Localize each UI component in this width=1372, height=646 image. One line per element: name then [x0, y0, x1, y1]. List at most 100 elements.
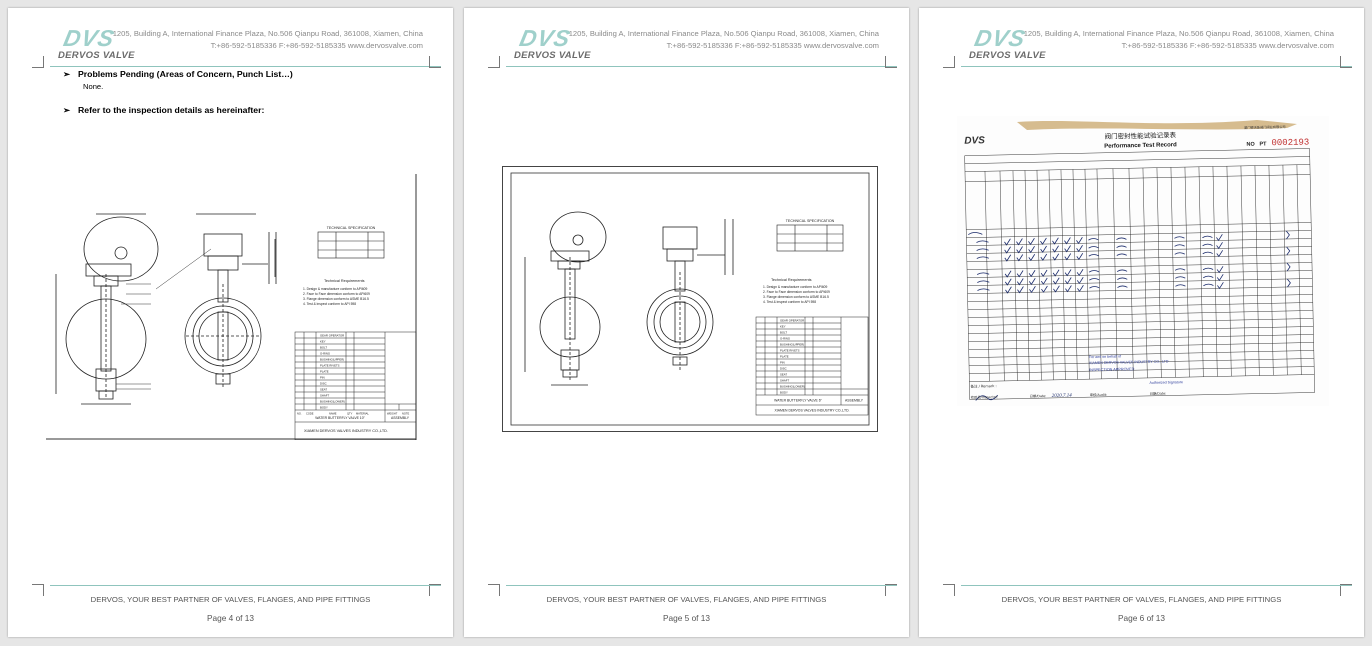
crop-mark — [488, 56, 500, 68]
drawing-title-block: WATER BUTTERFLY VALVE 6" — [774, 399, 822, 403]
crop-mark — [488, 584, 500, 596]
bom-name: SHAFT — [780, 379, 789, 383]
bom-name: PLATE RIVETS — [320, 364, 340, 368]
drawing-title-block: WATER BUTTERFLY VALVE 10" — [315, 416, 365, 420]
bullet-text: Problems Pending (Areas of Concern, Punc… — [78, 69, 293, 79]
logo-mark: DVS — [972, 25, 1029, 51]
crop-mark — [885, 584, 897, 596]
page-number: Page 5 of 13 — [662, 613, 711, 623]
footer-slogan: DERVOS, YOUR BEST PARTNER OF VALVES, FLA… — [90, 595, 371, 604]
requirements-title: Technical Requirements — [324, 279, 365, 283]
bom-name: PIN — [320, 376, 325, 380]
bom-name: SEAT — [320, 388, 327, 392]
page-number: Page 4 of 13 — [206, 613, 255, 623]
stamp-line-3: INSPECTION APPROVED — [1089, 367, 1134, 372]
footer-divider — [961, 585, 1352, 586]
stamp-line-2: XIAMEN DERVOS VALVES INDUSTRY CO., LTD — [1089, 359, 1169, 365]
bom-name: SHAFT — [320, 394, 329, 398]
bom-header-note: NOTE — [402, 412, 409, 416]
none-text: None. — [83, 82, 104, 91]
logo-text: DERVOS VALVE — [58, 50, 135, 61]
bom-name: BOLT — [780, 331, 787, 335]
drawing-company: XIAMEN DERVOS VALVES INDUSTRY CO.,LTD. — [304, 429, 388, 433]
bom-name: BUSHING(LOWER) — [320, 400, 345, 404]
stamp-line-1: For and on behalf of — [1089, 354, 1121, 359]
record-company-cn: 厦门德沃斯阀门阀业有限公司 — [1244, 124, 1286, 130]
logo-text: DERVOS VALVE — [969, 50, 1046, 61]
bom-header-name: NAME — [329, 412, 337, 416]
footer-slogan: DERVOS, YOUR BEST PARTNER OF VALVES, FLA… — [546, 595, 827, 604]
valve-assembly-drawing: TECHNICAL SPECIFICATION Technical Requir… — [502, 166, 878, 432]
requirement-3: 3. Flange dimension conform to ASME B16.… — [763, 295, 829, 299]
bom-name: O-RING — [320, 352, 330, 356]
performance-test-record-photo: DVS 阀门密封性能试验记录表 Performance Test Record … — [957, 116, 1329, 406]
bom-name: DISC — [320, 382, 327, 386]
bom-name: BOLT — [320, 346, 327, 350]
requirement-1: 1. Design & manufacture conform to API60… — [763, 285, 827, 289]
header-contact: T:+86-592-5185336 F:+86-592-5185335 www.… — [666, 41, 879, 50]
record-title-cn: 阀门密封性能试验记录表 — [1104, 130, 1176, 141]
footer-slogan: DERVOS, YOUR BEST PARTNER OF VALVES, FLA… — [1001, 595, 1282, 604]
crop-mark — [1340, 56, 1352, 68]
requirement-3: 3. Flange dimension conform to ASME B16.… — [303, 297, 369, 301]
bom-name: BODY — [780, 391, 788, 395]
header-divider — [50, 66, 441, 67]
bullet-arrow-icon: ➢ — [63, 69, 71, 79]
document-page-4: DVS DERVOS VALVE 1205, Building A, Inter… — [8, 8, 453, 637]
bullet-inspection-details: ➢ Refer to the inspection details as here… — [63, 105, 264, 116]
crop-mark — [32, 584, 44, 596]
header-contact: T:+86-592-5185336 F:+86-592-5185335 www.… — [1121, 41, 1334, 50]
dervos-logo: DVS DERVOS VALVE — [514, 25, 594, 65]
record-title-en: Performance Test Record — [1104, 142, 1177, 150]
crop-mark — [1340, 584, 1352, 596]
bom-name: GEAR OPERATOR — [780, 319, 804, 323]
bullet-arrow-icon: ➢ — [63, 105, 71, 115]
remark-label: 备注 / Remark : — [970, 383, 996, 389]
crop-mark — [943, 56, 955, 68]
page-number: Page 6 of 13 — [1117, 613, 1166, 623]
bom-header-code: CODE — [306, 412, 314, 416]
header-address: 1205, Building A, International Finance … — [1023, 29, 1334, 38]
bom-name: BUSHING(UPPER) — [320, 358, 344, 362]
spec-title: TECHNICAL SPECIFICATION — [786, 219, 835, 223]
bullet-problems-pending: ➢ Problems Pending (Areas of Concern, Pun… — [63, 69, 293, 80]
bom-name: BODY — [320, 406, 328, 410]
header-contact: T:+86-592-5185336 F:+86-592-5185335 www.… — [210, 41, 423, 50]
bom-header-no: NO. — [297, 412, 302, 416]
bom-name: KEY — [320, 340, 326, 344]
bom-header-weight: WEIGHT — [387, 412, 398, 416]
record-no-label: NO — [1246, 142, 1255, 148]
requirement-2: 2. Face to Face dimension conform to API… — [763, 290, 830, 294]
record-pt-label: PT — [1259, 141, 1267, 147]
header-address: 1205, Building A, International Finance … — [568, 29, 879, 38]
logo-text: DERVOS VALVE — [514, 50, 591, 61]
header-divider — [506, 66, 897, 67]
bom-name: PLATE RIVETS — [780, 349, 800, 353]
logo-mark: DVS — [61, 25, 118, 51]
drawing-svg: TECHNICAL SPECIFICATION Technical Requir… — [46, 174, 417, 440]
bom-name: GEAR OPERATOR — [320, 334, 344, 338]
drawing-assembly-label: ASSEMBLY — [845, 399, 864, 403]
date-label: 日期/Date: — [1030, 393, 1047, 398]
date-label-2: 日期/Date: — [1150, 391, 1167, 396]
bom-header-qty: QTY — [347, 412, 353, 416]
audit-label: 审核/Audit: — [1090, 392, 1108, 397]
spec-title: TECHNICAL SPECIFICATION — [327, 226, 376, 230]
bom-name: O-RING — [780, 337, 790, 341]
logo-mark: DVS — [517, 25, 574, 51]
requirement-2: 2. Face to Face dimension conform to API… — [303, 292, 370, 296]
crop-mark — [885, 56, 897, 68]
footer-divider — [506, 585, 897, 586]
document-page-5: DVS DERVOS VALVE 1205, Building A, Inter… — [464, 8, 909, 637]
bullet-text: Refer to the inspection details as herei… — [78, 105, 265, 115]
record-number: 0002193 — [1271, 137, 1309, 148]
crop-mark — [32, 56, 44, 68]
crop-mark — [429, 56, 441, 68]
drawing-company: XIAMEN DERVOS VALVES INDUSTRY CO.,LTD. — [775, 409, 850, 413]
bom-name: PIN — [780, 361, 785, 365]
bom-name: BUSHING(UPPER) — [780, 343, 804, 347]
inspector-label: 检验员/Inspector: — [971, 394, 999, 400]
bom-name: PLATE — [320, 370, 329, 374]
drawing-svg: TECHNICAL SPECIFICATION Technical Requir… — [510, 172, 870, 426]
crop-mark — [943, 584, 955, 596]
